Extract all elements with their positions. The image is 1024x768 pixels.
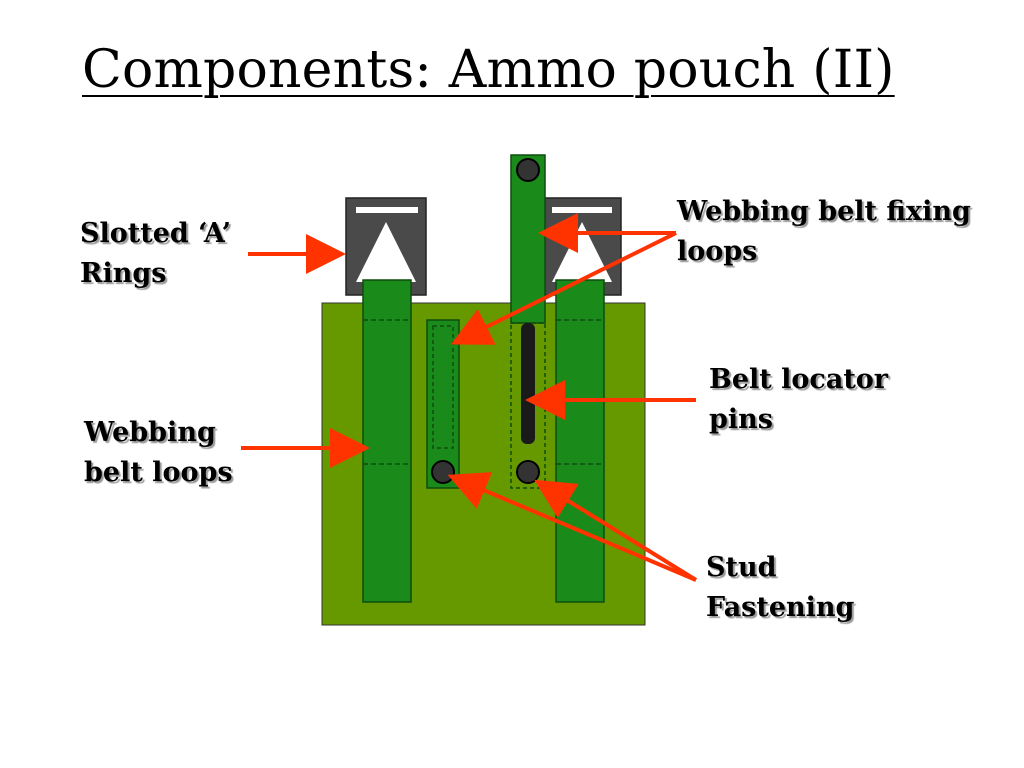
label-locator-pins: Belt locator pins [709,364,889,435]
label-stud-fastening: Stud Fastening [706,552,855,623]
label-slotted-rings: Slotted ‘A’ Rings [80,218,231,289]
label-fixing-loops: Webbing belt fixing loops [677,196,971,267]
arrow-stud-left [447,472,697,582]
page-title: Components: Ammo pouch (II) [82,40,895,100]
a-ring-left [345,197,427,296]
belt-locator-pin [521,323,535,444]
arrow-fixing-loops-left [450,231,677,345]
label-webbing-belt-loops: Webbing belt loops [84,417,233,488]
stud-top [516,158,540,182]
stud-left [431,460,455,484]
stud-right [516,460,540,484]
webbing-belt-loop-left [362,279,412,603]
arrow-stud-right [534,479,698,582]
webbing-belt-loop-right [555,279,605,603]
